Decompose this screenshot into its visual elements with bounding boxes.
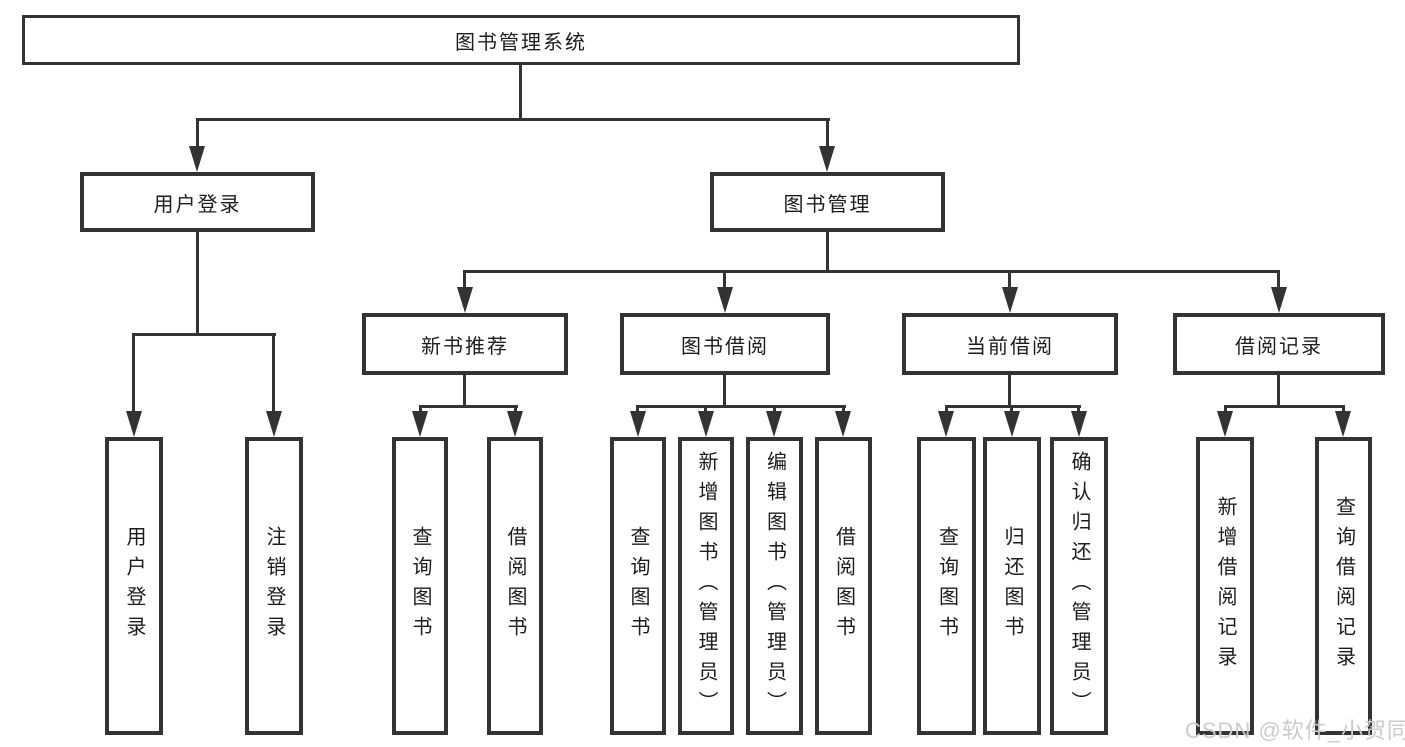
watermark: CSDN @软件_小贺同学: [1185, 718, 1405, 743]
connector-line: [196, 232, 199, 336]
leaf-query-books-borrowing: 查询图书: [610, 437, 666, 735]
connector-line: [419, 405, 422, 415]
node-user-login: 用户登录: [80, 172, 315, 232]
arrow-down-icon: [819, 146, 835, 172]
connector-line: [1077, 405, 1080, 415]
connector-line: [272, 333, 275, 413]
leaf-logout-login: 注销登录: [245, 437, 303, 735]
arrow-down-icon: [507, 411, 523, 437]
connector-line: [196, 118, 199, 150]
leaf-borrow-books-borrowing: 借阅图书: [815, 437, 872, 735]
leaf-label: 查询图书: [935, 526, 958, 646]
connector-line: [419, 405, 518, 408]
leaf-label: 确认归还（管理员）: [1068, 451, 1090, 721]
connector-line: [723, 270, 726, 290]
leaf-confirm-return-admin: 确认归还（管理员）: [1050, 437, 1108, 735]
connector-line: [826, 118, 829, 150]
leaf-label: 新增借阅记录: [1214, 496, 1236, 676]
node-book-borrowing: 图书借阅: [620, 313, 830, 375]
arrow-down-icon: [1002, 287, 1018, 313]
connector-line: [842, 405, 845, 415]
connector-line: [463, 270, 1280, 273]
arrow-down-icon: [412, 411, 428, 437]
connector-line: [463, 375, 466, 408]
arrow-down-icon: [1335, 411, 1351, 437]
leaf-edit-book-admin: 编辑图书（管理员）: [746, 437, 803, 735]
connector-line: [636, 405, 846, 408]
connector-line: [1224, 405, 1345, 408]
arrow-down-icon: [1004, 411, 1020, 437]
connector-line: [704, 405, 707, 415]
leaf-query-borrow-record: 查询借阅记录: [1315, 437, 1372, 735]
leaf-label: 查询借阅记录: [1332, 496, 1355, 676]
leaf-add-borrow-record: 新增借阅记录: [1196, 437, 1254, 735]
leaf-label: 借阅图书: [504, 526, 526, 646]
leaf-user-login: 用户登录: [105, 437, 163, 735]
node-book-management: 图书管理: [710, 172, 945, 232]
node-current-borrowing: 当前借阅: [902, 313, 1118, 375]
connector-line: [519, 65, 522, 121]
connector-line: [1008, 270, 1011, 290]
connector-line: [514, 405, 517, 415]
connector-line: [132, 333, 276, 336]
arrow-down-icon: [835, 411, 851, 437]
connector-line: [826, 232, 829, 273]
leaf-label: 归还图书: [1001, 526, 1023, 646]
leaf-label: 查询图书: [627, 526, 649, 646]
arrow-down-icon: [766, 411, 782, 437]
leaf-label: 查询图书: [409, 526, 431, 646]
connector-line: [132, 333, 135, 413]
arrow-down-icon: [1271, 287, 1287, 313]
node-borrowing-records: 借阅记录: [1173, 313, 1385, 375]
connector-line: [945, 405, 1081, 408]
arrow-down-icon: [717, 287, 733, 313]
leaf-label: 新增图书（管理员）: [695, 451, 717, 721]
arrow-down-icon: [189, 146, 205, 172]
node-library-system: 图书管理系统: [22, 15, 1020, 65]
connector-line: [1277, 270, 1280, 290]
leaf-return-books: 归还图书: [983, 437, 1041, 735]
leaf-label: 用户登录: [123, 526, 145, 646]
connector-line: [1224, 405, 1227, 415]
connector-line: [723, 375, 726, 408]
connector-line: [1277, 375, 1280, 408]
connector-line: [945, 405, 948, 415]
leaf-query-books-recommend: 查询图书: [392, 437, 448, 735]
arrow-down-icon: [126, 411, 142, 437]
arrow-down-icon: [630, 411, 646, 437]
connector-line: [463, 270, 466, 290]
arrow-down-icon: [266, 411, 282, 437]
arrow-down-icon: [698, 411, 714, 437]
arrow-down-icon: [1071, 411, 1087, 437]
leaf-query-books-current: 查询图书: [917, 437, 976, 735]
leaf-label: 注销登录: [263, 526, 285, 646]
arrow-down-icon: [457, 287, 473, 313]
connector-line: [773, 405, 776, 415]
arrow-down-icon: [1217, 411, 1233, 437]
leaf-borrow-books-recommend: 借阅图书: [487, 437, 543, 735]
connector-line: [1010, 405, 1013, 415]
connector-line: [1342, 405, 1345, 415]
node-new-book-recommend: 新书推荐: [362, 313, 568, 375]
connector-line: [196, 118, 830, 121]
leaf-add-book-admin: 新增图书（管理员）: [678, 437, 734, 735]
arrow-down-icon: [938, 411, 954, 437]
connector-line: [636, 405, 639, 415]
leaf-label: 编辑图书（管理员）: [763, 451, 786, 721]
leaf-label: 借阅图书: [832, 526, 855, 646]
connector-line: [1008, 375, 1011, 408]
